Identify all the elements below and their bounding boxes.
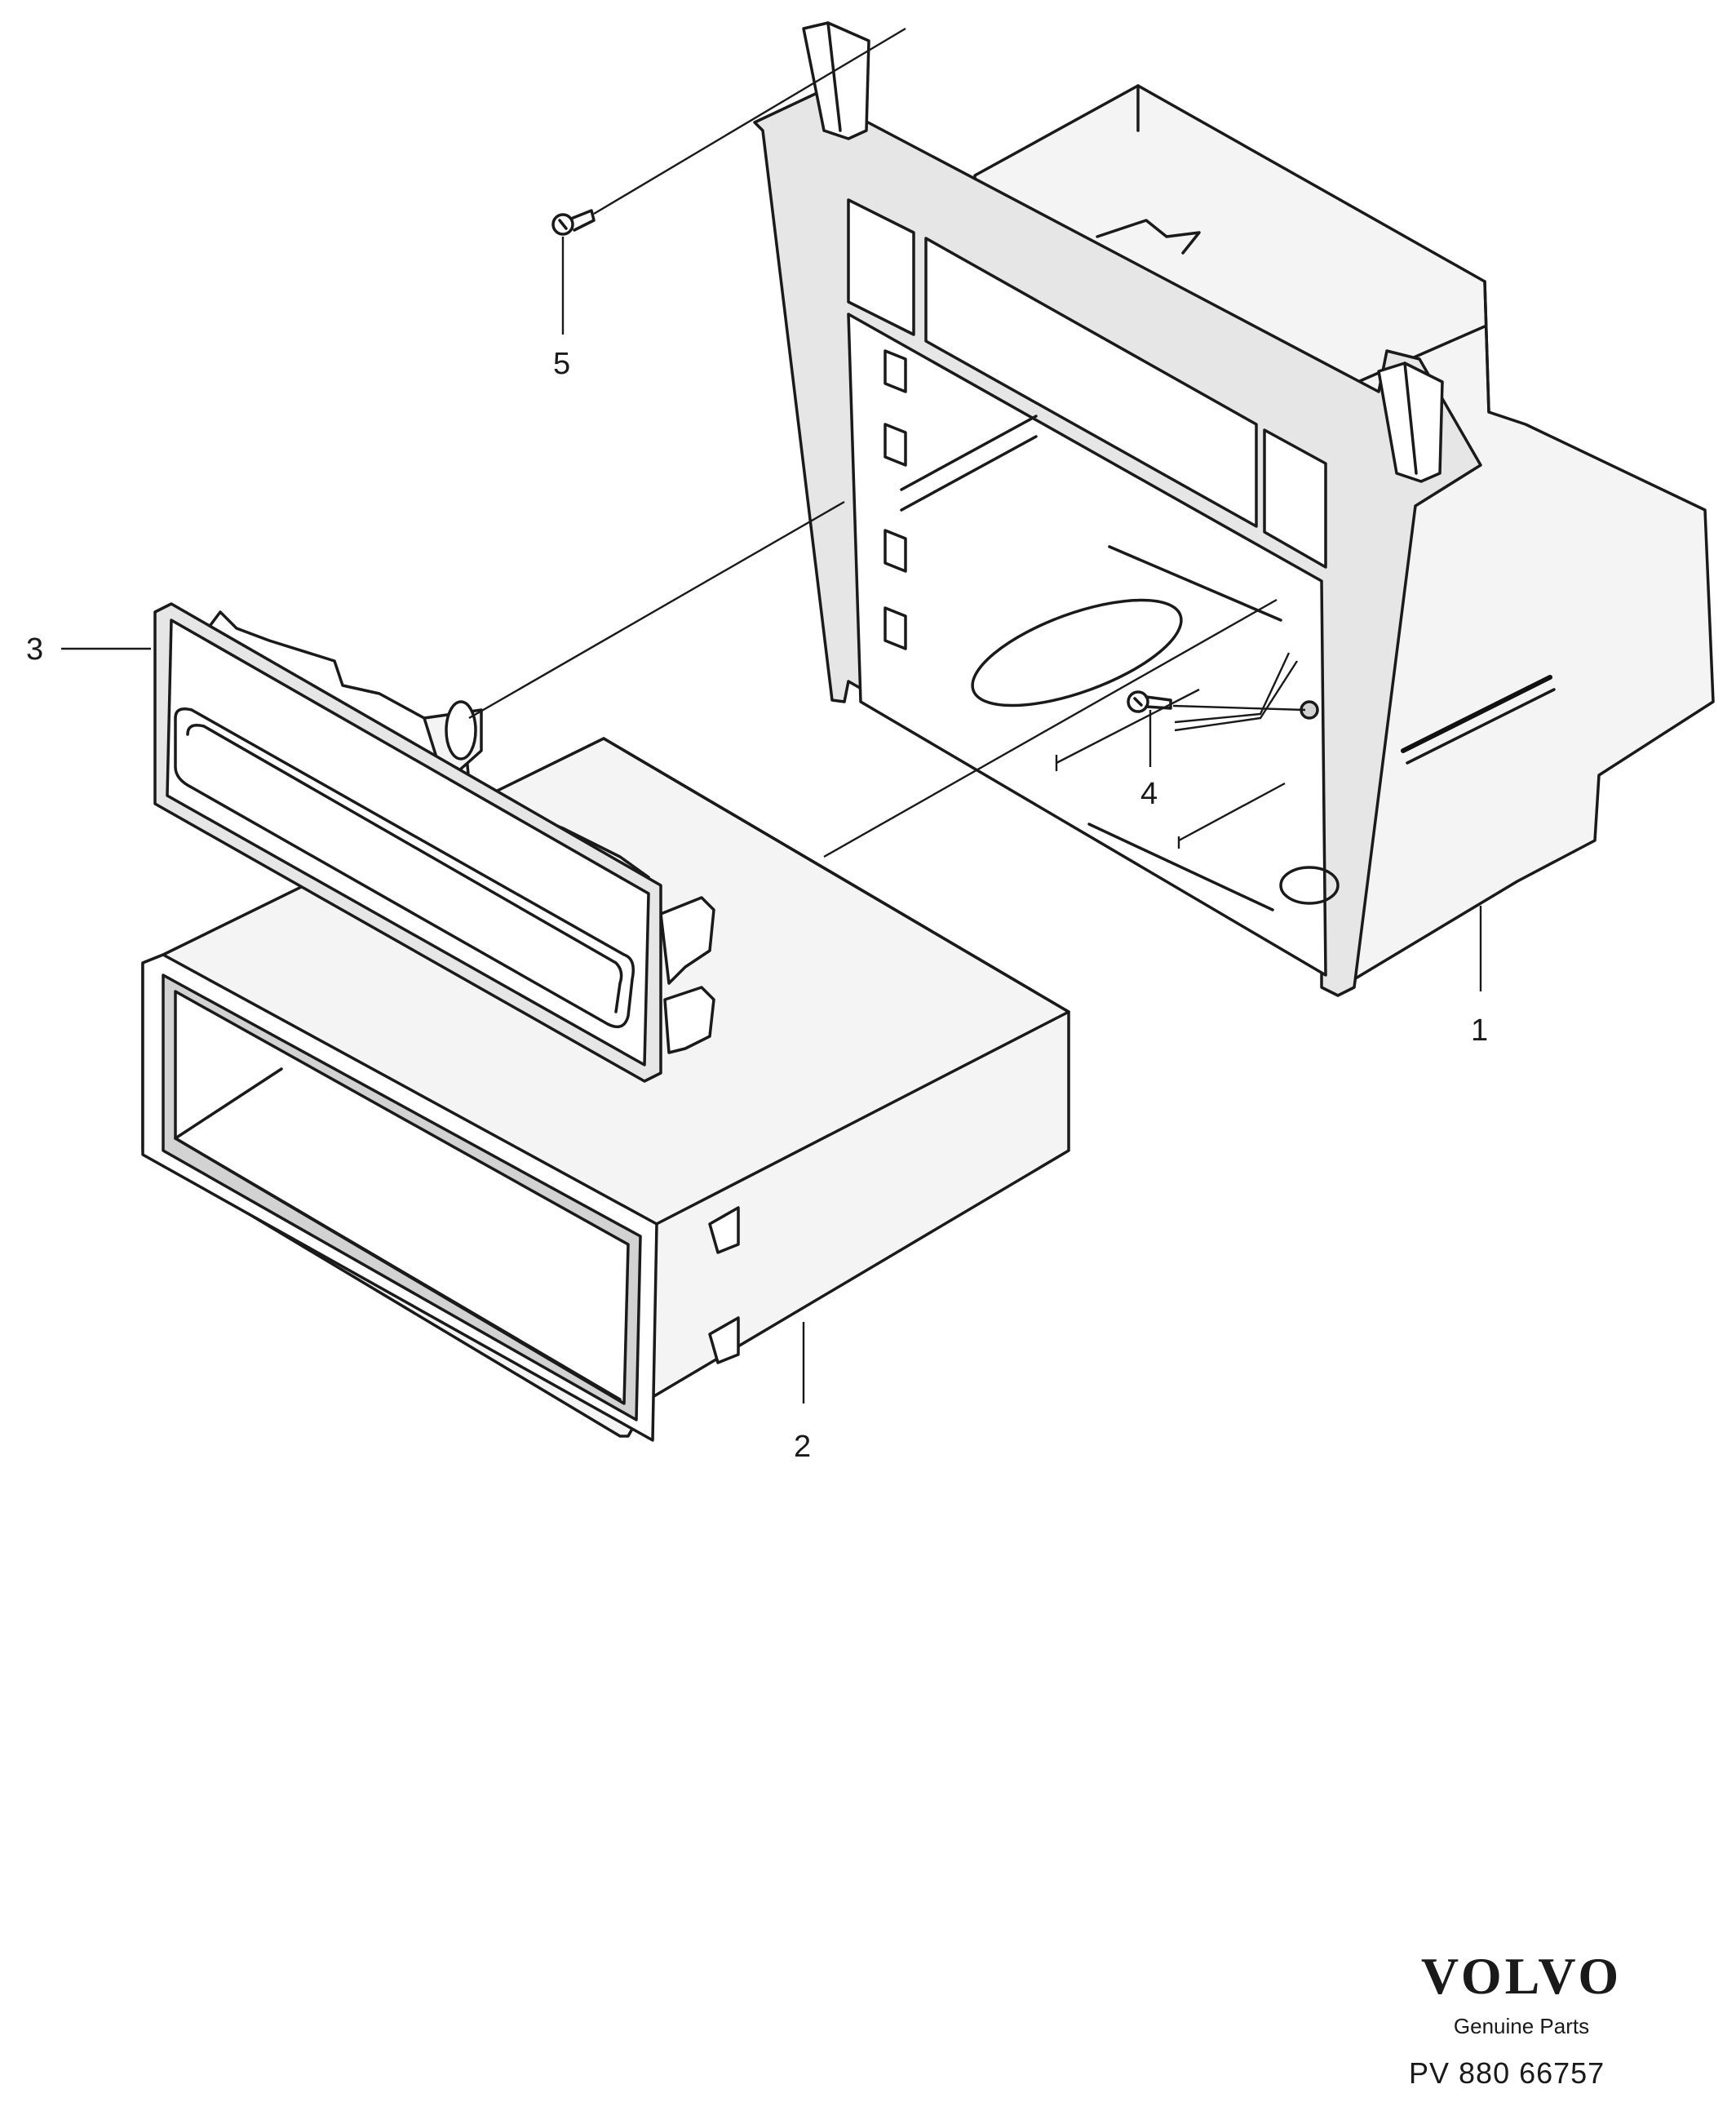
callout-5: 5 — [553, 347, 570, 381]
callout-1: 1 — [1471, 1013, 1488, 1048]
part-1-mounting-frame — [753, 21, 1715, 997]
part-4-screw — [1127, 690, 1319, 720]
callout-4: 4 — [1140, 777, 1158, 811]
part-3-front-panel — [153, 602, 715, 1083]
brand-tagline: Genuine Parts — [1453, 2014, 1590, 2038]
document-code: PV 880 66757 — [1409, 2056, 1605, 2090]
callout-2: 2 — [794, 1430, 811, 1464]
leader-lines — [61, 27, 1482, 1404]
part-5-screw — [551, 209, 596, 236]
brand-block: VOLVO Genuine Parts — [1387, 1950, 1656, 2039]
callout-3: 3 — [26, 632, 43, 667]
volvo-logo: VOLVO — [1420, 1947, 1623, 2005]
